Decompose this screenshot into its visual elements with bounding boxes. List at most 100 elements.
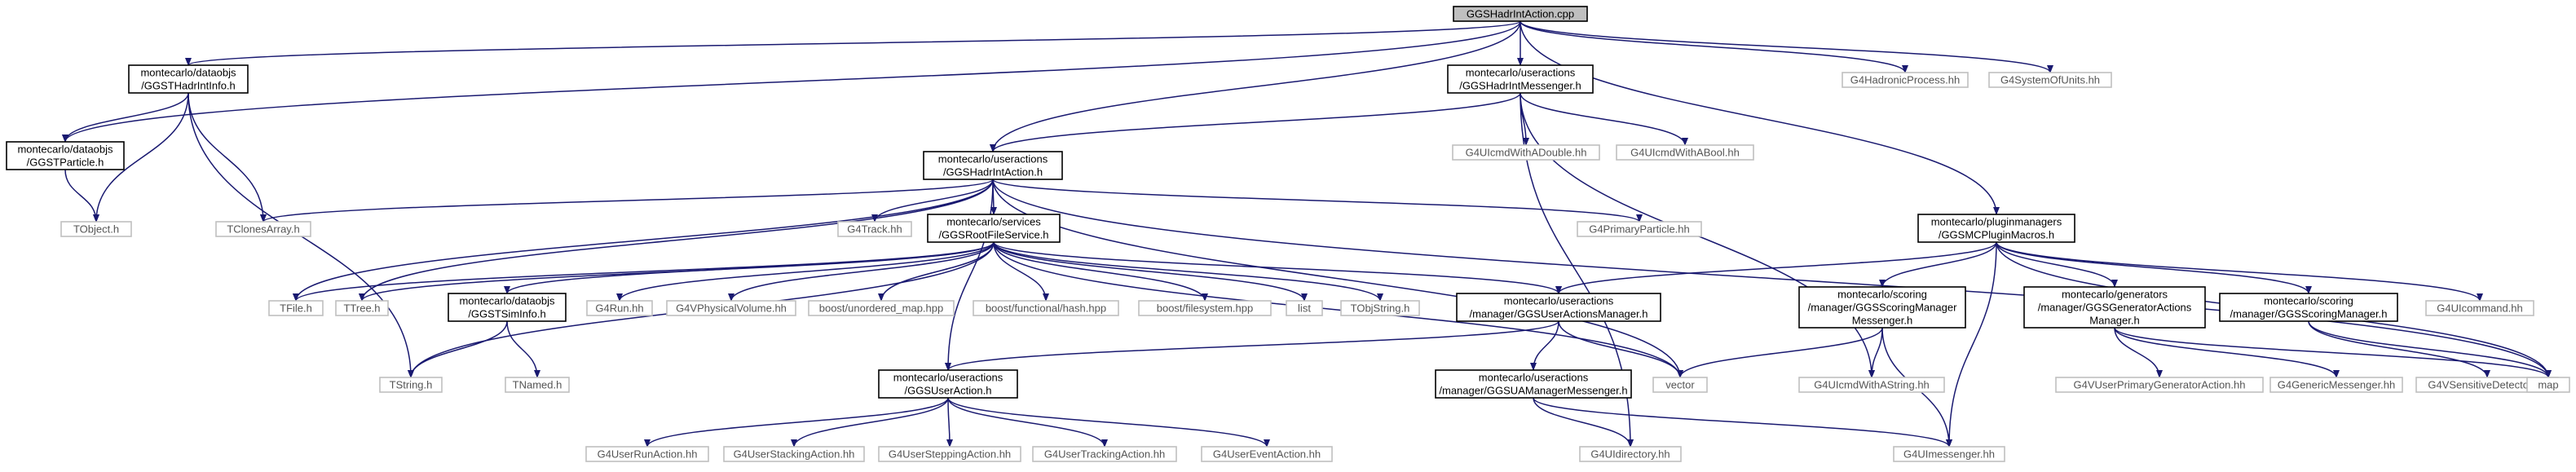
node-list[interactable]: list (1286, 300, 1323, 316)
node-montecarlo-useractions-manager-ggsuamanagermessenger-h[interactable]: montecarlo/useractions/manager/GGSUAMana… (1435, 369, 1632, 399)
edge-pluginMacros-to-generatorActionsManager (1996, 241, 2118, 288)
edge-rootFileService-to-vector (993, 241, 1683, 378)
node-montecarlo-useractions-manager-ggsuseractionsmanager-h[interactable]: montecarlo/useractions/manager/GGSUserAc… (1456, 293, 1661, 322)
node-montecarlo-scoring-manager-ggsscoringmanagermessenger-h[interactable]: montecarlo/scoring/manager/GGSScoringMan… (1798, 286, 1966, 329)
edge-particle-to-tobject (64, 169, 99, 223)
node-label-line: list (1298, 302, 1311, 315)
node-box (927, 214, 1061, 243)
node-g4track-hh[interactable]: G4Track.hh (837, 221, 912, 237)
node-label-line: montecarlo/dataobjs (140, 67, 236, 79)
edge-hadrIntAction-to-vector (992, 179, 1683, 378)
edge-messenger-to-cmdBool (1520, 92, 1688, 146)
edge-rootFileService-to-simInfo (504, 241, 995, 294)
node-label-line: TNamed.h (513, 379, 562, 391)
edge-root-to-hadrIntInfo (185, 20, 1521, 66)
edge-rootFileService-to-unorderedMap (878, 241, 995, 302)
node-map[interactable]: map (2526, 377, 2570, 393)
node-montecarlo-dataobjs-ggstsiminfo-h[interactable]: montecarlo/dataobjs/GGSTSimInfo.h (448, 293, 567, 322)
node-box (1435, 369, 1632, 399)
node-vector[interactable]: vector (1652, 377, 1708, 393)
node-label-line: G4Run.hh (595, 302, 643, 315)
node-tobject-h[interactable]: TObject.h (60, 221, 132, 237)
node-box (60, 221, 132, 237)
edge-rootFileService-to-tfile (293, 241, 995, 302)
edge-userAction-to-g4UserSteppingAction (946, 397, 953, 448)
node-g4uicmdwithastring-hh[interactable]: G4UIcmdWithAString.hh (1798, 377, 1945, 393)
edge-generatorActionsManager-to-map (2114, 327, 2552, 378)
node-g4usersteppingaction-hh[interactable]: G4UserSteppingAction.hh (878, 446, 1021, 462)
node-g4uicmdwithabool-hh[interactable]: G4UIcmdWithABool.hh (1616, 144, 1754, 161)
node-montecarlo-dataobjs-ggstparticle-h[interactable]: montecarlo/dataobjs/GGSTParticle.h (6, 141, 125, 170)
node-box (1456, 293, 1661, 322)
edge-scoringManager-to-g4VSensitiveDetector (2308, 320, 2490, 378)
node-label-line: G4VSensitiveDetector.hh (2428, 379, 2546, 391)
node-g4genericmessenger-hh[interactable]: G4GenericMessenger.hh (2269, 377, 2403, 393)
node-tobjstring-h[interactable]: TObjString.h (1340, 300, 1420, 316)
node-g4primaryparticle-hh[interactable]: G4PrimaryParticle.hh (1577, 221, 1702, 237)
edge-userActionsManager-to-userAction (945, 320, 1559, 371)
node-ggshadrintaction-cpp[interactable]: GGSHadrIntAction.cpp (1453, 6, 1588, 22)
node-boost-filesystem-hpp[interactable]: boost/filesystem.hpp (1138, 300, 1272, 316)
node-g4usertrackingaction-hh[interactable]: G4UserTrackingAction.hh (1032, 446, 1177, 462)
node-box (1340, 300, 1420, 316)
node-box (505, 377, 570, 393)
node-tfile-h[interactable]: TFile.h (268, 300, 324, 316)
node-tclonesarray-h[interactable]: TClonesArray.h (215, 221, 311, 237)
node-montecarlo-pluginmanagers-ggsmcpluginmacros-h[interactable]: montecarlo/pluginmanagers/GGSMCPluginMac… (1917, 214, 2075, 243)
node-label-line: montecarlo/dataobjs (459, 295, 555, 307)
node-g4uimessenger-hh[interactable]: G4UImessenger.hh (1893, 446, 2005, 462)
node-box (215, 221, 311, 237)
edge-userAction-to-g4UserRunAction (644, 397, 949, 448)
node-g4systemofunits-hh[interactable]: G4SystemOfUnits.hh (1988, 72, 2112, 88)
edge-generatorActionsManager-to-g4GenericMessenger (2114, 327, 2340, 378)
node-g4vphysicalvolume-hh[interactable]: G4VPhysicalVolume.hh (666, 300, 796, 316)
node-boost-unordered-map-hpp[interactable]: boost/unordered_map.hpp (808, 300, 955, 316)
node-tnamed-h[interactable]: TNamed.h (505, 377, 570, 393)
node-box (1988, 72, 2112, 88)
edge-hadrIntInfo-to-tclones (187, 92, 267, 223)
node-box (1577, 221, 1702, 237)
node-montecarlo-useractions-ggshadrintaction-h[interactable]: montecarlo/useractions/GGSHadrIntAction.… (923, 151, 1063, 180)
node-ttree-h[interactable]: TTree.h (335, 300, 389, 316)
edge-uaManagerMessenger-to-g4UIdirectory (1533, 397, 1634, 448)
node-g4uicommand-hh[interactable]: G4UIcommand.hh (2425, 300, 2534, 316)
node-label-line: /GGSTParticle.h (27, 157, 104, 169)
node-label-line: G4VUserPrimaryGeneratorAction.hh (2074, 379, 2246, 391)
node-montecarlo-dataobjs-ggsthadrintinfo-h[interactable]: montecarlo/dataobjs/GGSTHadrIntInfo.h (128, 64, 249, 94)
node-box (1798, 377, 1945, 393)
node-box (1893, 446, 2005, 462)
node-g4userrunaction-hh[interactable]: G4UserRunAction.hh (585, 446, 709, 462)
node-montecarlo-services-ggsrootfileservice-h[interactable]: montecarlo/services/GGSRootFileService.h (927, 214, 1061, 243)
node-label-line: TFile.h (280, 302, 312, 315)
edge-rootFileService-to-userActionsManager (993, 241, 1562, 294)
node-g4hadronicprocess-hh[interactable]: G4HadronicProcess.hh (1842, 72, 1969, 88)
node-g4uicmdwithadouble-hh[interactable]: G4UIcmdWithADouble.hh (1452, 144, 1600, 161)
edge-userAction-to-g4UserStackingAction (791, 397, 949, 448)
edge-userAction-to-g4UserEventAction (947, 397, 1270, 448)
node-g4vuserprimarygeneratoraction-hh[interactable]: G4VUserPrimaryGeneratorAction.hh (2055, 377, 2264, 393)
node-label-line: Manager.h (2089, 315, 2139, 327)
node-g4uidirectory-hh[interactable]: G4UIdirectory.hh (1579, 446, 1682, 462)
node-montecarlo-useractions-ggsuseraction-h[interactable]: montecarlo/useractions/GGSUserAction.h (878, 369, 1018, 399)
node-montecarlo-scoring-manager-ggsscoringmanager-h[interactable]: montecarlo/scoring/manager/GGSScoringMan… (2219, 293, 2398, 322)
node-montecarlo-generators-manager-ggsgeneratoractionsmanager-h[interactable]: montecarlo/generators/manager/GGSGenerat… (2023, 286, 2206, 329)
node-g4usereventaction-hh[interactable]: G4UserEventAction.hh (1201, 446, 1333, 462)
node-box (128, 64, 249, 94)
node-label-line: map (2538, 379, 2558, 391)
node-label-line: /GGSTHadrIntInfo.h (141, 80, 236, 92)
node-label-line: montecarlo/useractions (1479, 372, 1589, 384)
node-box (2219, 293, 2398, 322)
node-label-line: montecarlo/scoring (1837, 289, 1927, 301)
node-label-line: /GGSUserAction.h (905, 385, 992, 397)
nodes-layer: GGSHadrIntAction.cppmontecarlo/dataobjs/… (6, 6, 2570, 462)
node-label-line: G4UserRunAction.hh (598, 448, 698, 461)
node-g4userstackingaction-hh[interactable]: G4UserStackingAction.hh (723, 446, 865, 462)
node-boost-functional-hash-hpp[interactable]: boost/functional/hash.hpp (973, 300, 1119, 316)
node-label-line: /manager/GGSUAManagerMessenger.h (1439, 385, 1627, 397)
node-montecarlo-useractions-ggshadrintmessenger-h[interactable]: montecarlo/useractions/GGSHadrIntMesseng… (1447, 64, 1594, 94)
node-box (1917, 214, 2075, 243)
node-box (837, 221, 912, 237)
node-g4run-hh[interactable]: G4Run.hh (586, 300, 653, 316)
node-tstring-h[interactable]: TString.h (379, 377, 443, 393)
node-label-line: TTree.h (343, 302, 380, 315)
